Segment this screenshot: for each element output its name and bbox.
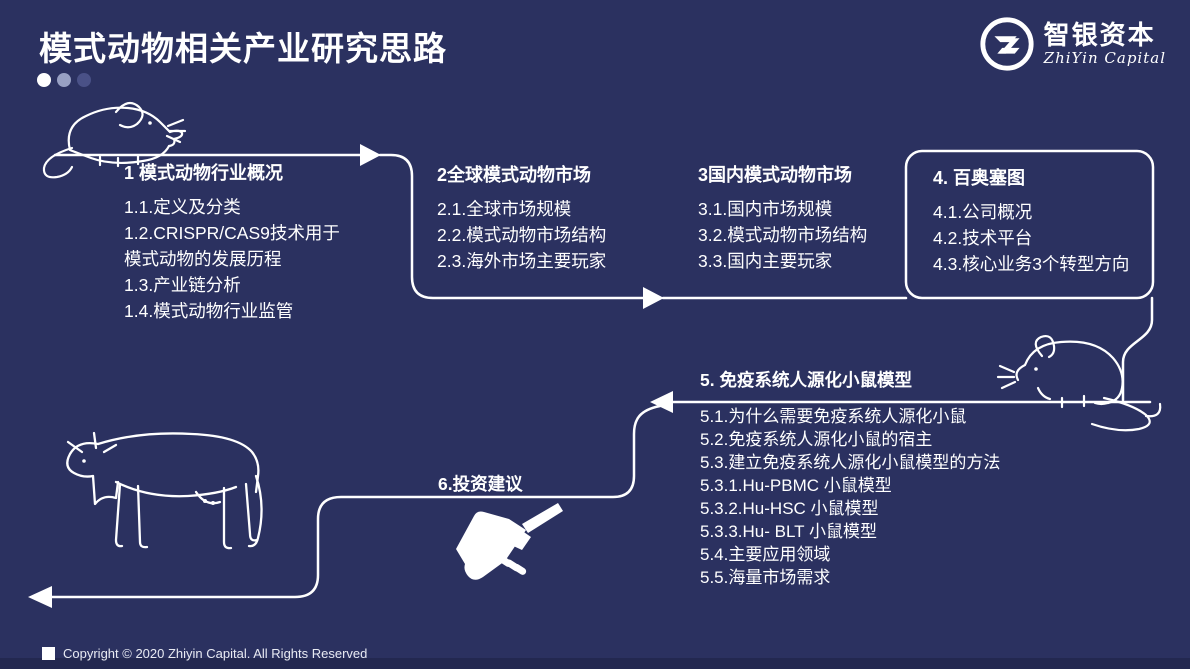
section-item: 4.1.公司概况 bbox=[933, 202, 1033, 222]
pagination-dot bbox=[57, 73, 71, 87]
pagination-dot bbox=[37, 73, 51, 87]
pagination-dot bbox=[77, 73, 91, 87]
cow-icon bbox=[66, 431, 263, 550]
section-item: 3.2.模式动物市场结构 bbox=[698, 225, 868, 245]
section-item: 1.2.CRISPR/CAS9技术用于模式动物的发展历程 bbox=[124, 223, 340, 269]
company-logo: 智银资本 ZhiYin Capital bbox=[978, 15, 1166, 73]
section-6-investment-advice: 6.投资建议 bbox=[438, 474, 523, 494]
page-title: 模式动物相关产业研究思路 bbox=[39, 30, 447, 67]
section-item: 4.2.技术平台 bbox=[933, 228, 1033, 248]
flow-line-4 bbox=[1121, 296, 1154, 402]
section-item: 3.1.国内市场规模 bbox=[698, 199, 833, 219]
copyright-square-marker bbox=[42, 647, 55, 660]
section-item: 2.2.模式动物市场结构 bbox=[437, 225, 607, 245]
footer-band bbox=[0, 658, 1190, 669]
pagination-dots bbox=[37, 73, 91, 87]
copyright: Copyright © 2020 Zhiyin Capital. All Rig… bbox=[42, 646, 367, 661]
mouse-icon bbox=[996, 334, 1162, 432]
section-item: 5.5.海量市场需求 bbox=[700, 568, 831, 587]
copyright-text: Copyright © 2020 Zhiyin Capital. All Rig… bbox=[63, 646, 368, 661]
section-5-humanized-mouse-model: 5.1.为什么需要免疫系统人源化小鼠 5.2.免疫系统人源化小鼠的宿主 5.3.… bbox=[700, 405, 1000, 589]
section-item: 2.1.全球市场规模 bbox=[437, 199, 572, 219]
section-title: 2全球模式动物市场 bbox=[437, 165, 592, 185]
section-item: 5.3.建立免疫系统人源化小鼠模型的方法 bbox=[700, 453, 1001, 472]
section-2-global-market: 2全球模式动物市场 2.1.全球市场规模 2.2.模式动物市场结构 2.3.海外… bbox=[437, 161, 687, 274]
arrow-right-icon bbox=[360, 144, 381, 166]
arrow-right-icon bbox=[643, 287, 664, 309]
section-item: 1.1.定义及分类 bbox=[124, 197, 241, 217]
section-item: 1.3.产业链分析 bbox=[124, 275, 241, 295]
handshake-icon bbox=[456, 503, 563, 580]
zhiyin-logo-mark-icon bbox=[980, 17, 1034, 71]
section-item: 5.3.3.Hu- BLT 小鼠模型 bbox=[700, 522, 877, 541]
section-item: 2.3.海外市场主要玩家 bbox=[437, 251, 607, 271]
section-item: 5.3.1.Hu-PBMC 小鼠模型 bbox=[700, 476, 892, 495]
section-1-industry-overview: 1 模式动物行业概况 1.1.定义及分类 1.2.CRISPR/CAS9技术用于… bbox=[124, 159, 345, 324]
section-item: 5.1.为什么需要免疫系统人源化小鼠 bbox=[700, 407, 967, 426]
section-item: 1.4.模式动物行业监管 bbox=[124, 301, 294, 321]
section-title: 3国内模式动物市场 bbox=[698, 165, 853, 185]
section-item: 5.4.主要应用领域 bbox=[700, 545, 831, 564]
section-3-domestic-market: 3国内模式动物市场 3.1.国内市场规模 3.2.模式动物市场结构 3.3.国内… bbox=[698, 161, 948, 274]
arrow-left-icon bbox=[28, 586, 52, 608]
section-5-title: 5. 免疫系统人源化小鼠模型 bbox=[700, 370, 912, 390]
section-item: 4.3.核心业务3个转型方向 bbox=[933, 254, 1130, 274]
section-title: 1 模式动物行业概况 bbox=[124, 163, 284, 183]
section-item: 5.3.2.Hu-HSC 小鼠模型 bbox=[700, 499, 879, 518]
logo-name-zh: 智银资本 bbox=[1043, 19, 1156, 50]
section-4-biocytogen: 4. 百奥塞图 4.1.公司概况 4.2.技术平台 4.3.核心业务3个转型方向 bbox=[933, 164, 1155, 277]
logo-name-en: ZhiYin Capital bbox=[1043, 49, 1166, 68]
flow-line-6 bbox=[48, 404, 662, 599]
section-item: 3.3.国内主要玩家 bbox=[698, 251, 833, 271]
arrow-left-icon bbox=[650, 391, 673, 413]
section-title: 4. 百奥塞图 bbox=[933, 168, 1026, 188]
logo-text: 智银资本 ZhiYin Capital bbox=[1044, 21, 1166, 68]
section-item: 5.2.免疫系统人源化小鼠的宿主 bbox=[700, 430, 933, 449]
